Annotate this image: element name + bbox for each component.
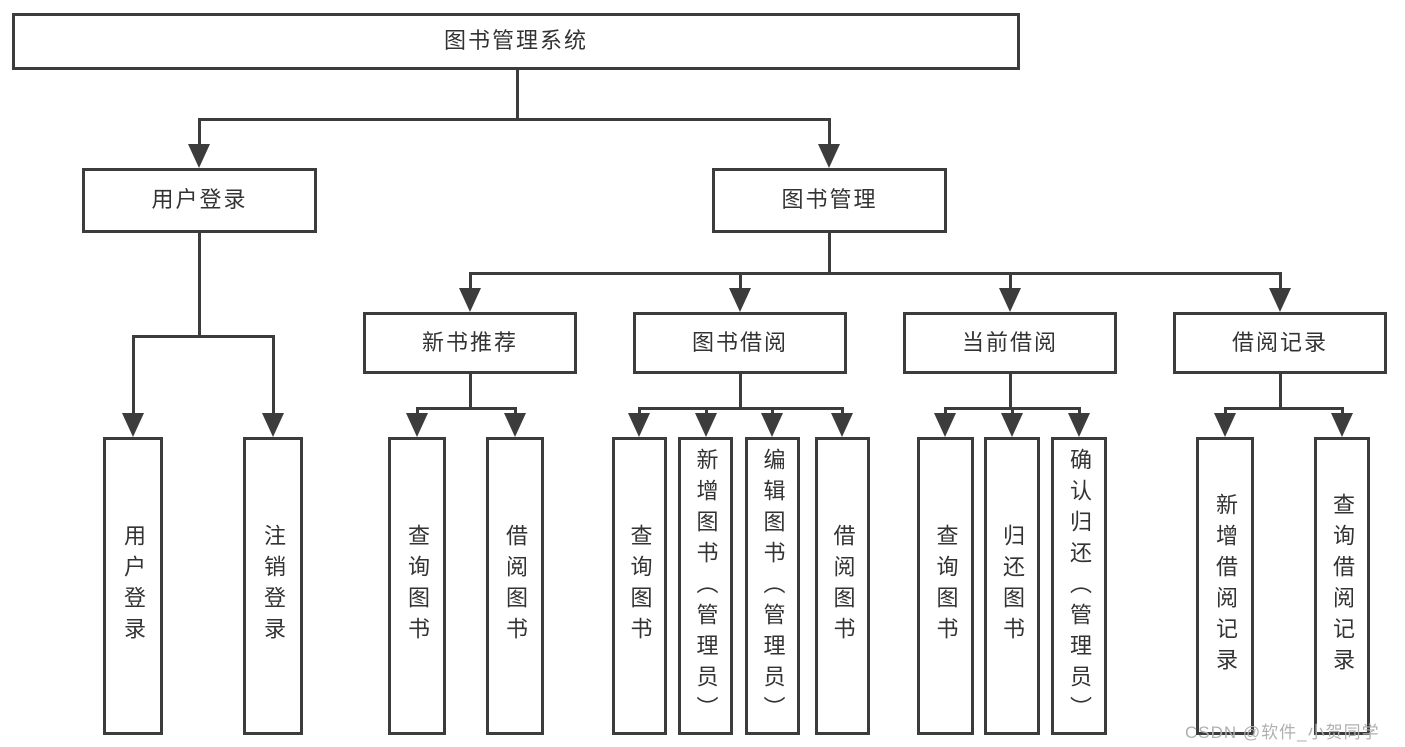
arrow-shaft: [1008, 271, 1012, 295]
connector-line: [468, 271, 1282, 275]
arrow-shaft: [738, 271, 742, 295]
node-leaf-user-login: 用户登录: [103, 437, 163, 735]
arrow-head-icon: [934, 413, 956, 437]
connector-line: [1278, 372, 1282, 410]
arrow-head-icon: [459, 288, 481, 312]
node-new-book-recommend: 新书推荐: [363, 312, 577, 374]
connector-line: [131, 334, 275, 338]
node-current-borrow: 当前借阅: [903, 312, 1117, 374]
arrow-head-icon: [504, 413, 526, 437]
arrow-shaft: [1278, 271, 1282, 295]
arrow-head-icon: [818, 144, 840, 168]
connector-line: [1223, 406, 1344, 410]
connector-line: [637, 406, 844, 410]
node-leaf-add-borrow-record: 新增借阅记录: [1196, 437, 1254, 735]
node-leaf-query-borrow-record: 查询借阅记录: [1314, 437, 1370, 735]
arrow-shaft: [197, 117, 201, 151]
arrow-head-icon: [999, 288, 1021, 312]
arrow-head-icon: [695, 413, 717, 437]
node-user-login: 用户登录: [82, 168, 317, 233]
arrow-head-icon: [1214, 413, 1236, 437]
arrow-head-icon: [1331, 413, 1353, 437]
arrow-head-icon: [1001, 413, 1023, 437]
node-borrow-records: 借阅记录: [1173, 312, 1387, 374]
node-leaf-query-books-3: 查询图书: [917, 437, 974, 735]
arrow-head-icon: [122, 413, 144, 437]
node-leaf-query-books-2: 查询图书: [612, 437, 667, 735]
node-leaf-add-books-admin: 新增图书（管理员）: [678, 437, 733, 735]
connector-line: [197, 117, 831, 121]
node-leaf-confirm-return: 确认归还（管理员）: [1051, 437, 1107, 735]
arrow-head-icon: [406, 413, 428, 437]
arrow-shaft: [827, 117, 831, 151]
arrow-shaft: [271, 334, 275, 420]
node-leaf-query-books-1: 查询图书: [388, 437, 446, 735]
node-leaf-edit-books-admin: 编辑图书（管理员）: [745, 437, 800, 735]
node-root: 图书管理系统: [12, 13, 1020, 70]
connector-line: [827, 231, 831, 275]
arrow-head-icon: [761, 413, 783, 437]
connector-line: [515, 68, 519, 121]
connector-line: [415, 406, 517, 410]
arrow-shaft: [468, 271, 472, 295]
arrow-head-icon: [729, 288, 751, 312]
connector-line: [738, 372, 742, 410]
node-leaf-logout: 注销登录: [243, 437, 303, 735]
node-leaf-borrow-books-1: 借阅图书: [486, 437, 544, 735]
arrow-head-icon: [831, 413, 853, 437]
connector-line: [197, 231, 201, 338]
csdn-watermark: CSDN @软件_小贺同学: [1185, 723, 1380, 742]
arrow-head-icon: [262, 413, 284, 437]
arrow-head-icon: [1269, 288, 1291, 312]
arrow-head-icon: [188, 144, 210, 168]
node-book-management: 图书管理: [712, 168, 947, 233]
arrow-head-icon: [1068, 413, 1090, 437]
arrow-head-icon: [628, 413, 650, 437]
connector-line: [1008, 372, 1012, 410]
node-book-borrow: 图书借阅: [633, 312, 847, 374]
connector-line: [468, 372, 472, 410]
node-leaf-return-books: 归还图书: [984, 437, 1040, 735]
node-leaf-borrow-books-2: 借阅图书: [815, 437, 870, 735]
arrow-shaft: [131, 334, 135, 420]
